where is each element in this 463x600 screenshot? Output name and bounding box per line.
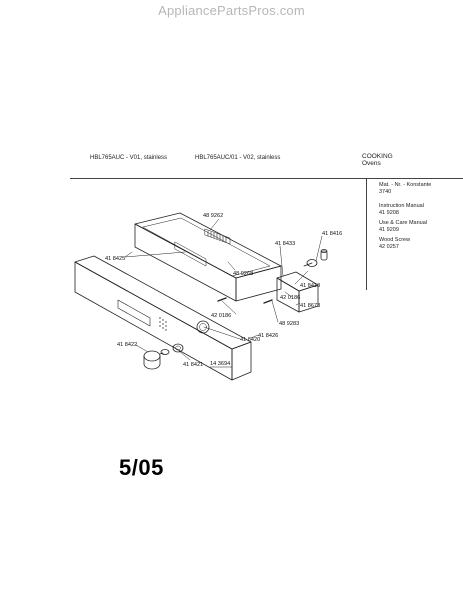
- callout-label: 48 9268: [233, 271, 253, 277]
- electronics-module: [276, 271, 319, 313]
- legend-item-label: Use & Care Manual: [379, 220, 427, 226]
- model-v02-label: HBL765AUC/01 - V02, stainless: [195, 155, 281, 161]
- legend-divider: [366, 178, 367, 290]
- callout-label: 41 8416: [322, 231, 342, 237]
- callout-label: 41 8420: [240, 337, 260, 343]
- category-block: COOKING Ovens: [362, 153, 393, 167]
- legend-item-part: 41 9208: [379, 209, 399, 216]
- control-panel-fascia: [74, 255, 252, 381]
- control-knob: [143, 349, 170, 370]
- legend-item: Use & Care Manual 41 9209: [379, 220, 431, 233]
- legend-item: Instruction Manual 41 9208: [379, 203, 431, 216]
- callout-label: 14 3694: [210, 361, 230, 367]
- callout-label: 48 9283: [279, 321, 299, 327]
- header-rule: [70, 178, 463, 179]
- legend-column-sub: 3740: [379, 188, 392, 195]
- housing-vent-slots: [207, 230, 227, 243]
- legend-item-part: 42 0257: [379, 243, 399, 250]
- callout-label: 42 0186: [211, 313, 231, 319]
- category-label: COOKING: [362, 153, 393, 160]
- legend-block: Mat. - Nr. - Konstante 3740 Instruction …: [379, 182, 431, 254]
- revision-date: 5/05: [119, 455, 164, 480]
- legend-item-label: Wood Screw: [379, 237, 411, 243]
- screw-upper: [217, 297, 227, 302]
- callout-leader-lines: [124, 218, 323, 368]
- callout-label: 41 8421: [183, 362, 203, 368]
- screw-lower: [263, 299, 273, 304]
- knob-bezel: [172, 343, 184, 353]
- callout-label: 48 9262: [203, 213, 223, 219]
- callout-label: 41 8422: [117, 342, 137, 348]
- callout-label: 41 8413: [300, 283, 320, 289]
- rotary-switch: [303, 249, 328, 267]
- callout-label: 42 0186: [280, 295, 300, 301]
- legend-item: Wood Screw 42 0257: [379, 237, 431, 250]
- callout-label: 41 8433: [275, 241, 295, 247]
- legend-column-header: Mat. - Nr. - Konstante: [379, 182, 432, 188]
- legend-item-label: Instruction Manual: [379, 203, 424, 209]
- legend-item-part: 41 9209: [379, 226, 399, 233]
- rear-housing: [134, 212, 282, 302]
- panel-dot-grid: [159, 317, 167, 331]
- callout-label: 41 8425: [105, 256, 125, 262]
- subcategory-label: Ovens: [362, 160, 381, 167]
- site-watermark: AppliancePartsPros.com: [158, 3, 305, 18]
- callout-label: 41 8673: [300, 303, 320, 309]
- callout-labels: 48 9262 41 8425 48 9268 41 8433 41 8416 …: [105, 213, 342, 368]
- model-v01-label: HBL765AUC - V01, stainless: [90, 155, 168, 161]
- callout-label: 41 8426: [258, 333, 278, 339]
